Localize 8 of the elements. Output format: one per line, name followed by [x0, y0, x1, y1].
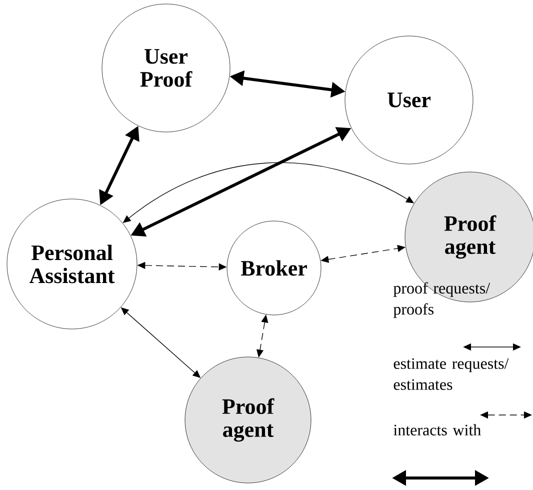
- legend-text: interacts with: [394, 424, 481, 436]
- circle-node: Broker: [226, 220, 322, 316]
- circle-node: User: [344, 36, 474, 164]
- circle-node: Proof agent: [184, 356, 312, 484]
- circle-node: User Proof: [102, 4, 230, 132]
- circle-node: Personal Assistant: [6, 198, 138, 330]
- legend-text: proof requests/ proofs: [393, 282, 490, 318]
- legend-text: estimate requests/ estimates: [394, 358, 509, 390]
